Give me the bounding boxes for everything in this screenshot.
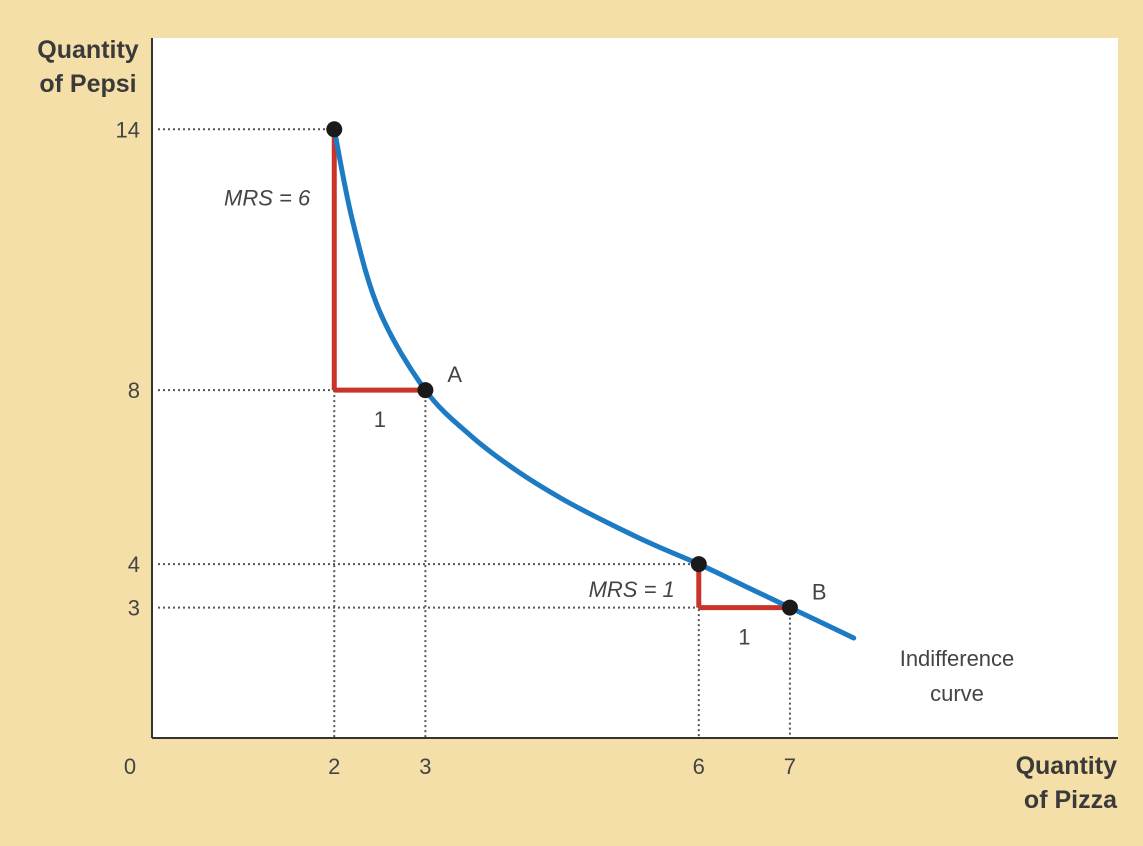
- y-tick-label-8: 8: [128, 378, 140, 403]
- axes: [151, 38, 1118, 739]
- point-2-14: [326, 121, 343, 138]
- plot-area: [152, 38, 1118, 738]
- curve-label-line-1: Indifference: [900, 646, 1015, 671]
- x-axis-label-line-2: of Pizza: [1024, 786, 1118, 814]
- point-6-4: [690, 556, 707, 573]
- x-tick-label-6: 6: [693, 754, 705, 779]
- x-tick-label-3: 3: [419, 754, 431, 779]
- x-tick-label-7: 7: [784, 754, 796, 779]
- guide-lines: [158, 128, 791, 738]
- y-axis-label-line-2: of Pepsi: [39, 70, 136, 98]
- mrs-label-1: MRS = 6: [224, 186, 311, 211]
- mrs-label-2: MRS = 1: [589, 577, 675, 602]
- point-label-b: B: [812, 580, 827, 605]
- mrs-run-label-2: 1: [738, 625, 750, 650]
- point-3-8: [417, 382, 434, 399]
- point-label-a: A: [447, 362, 462, 387]
- curve-label-line-2: curve: [930, 681, 984, 706]
- y-tick-label-4: 4: [128, 552, 140, 577]
- x-tick-label-2: 2: [328, 754, 340, 779]
- point-7-3: [781, 599, 798, 616]
- y-tick-label-14: 14: [116, 117, 140, 142]
- x-axis-label-line-1: Quantity: [1016, 752, 1117, 780]
- tick-labels: 2 3 6 7 14 8 4 3: [116, 117, 797, 779]
- mrs-run-label-1: 1: [374, 407, 386, 432]
- y-axis-label-line-1: Quantity: [37, 36, 138, 64]
- origin-label: 0: [124, 754, 136, 779]
- indifference-curve-line: [331, 126, 857, 641]
- data-points: AB: [326, 121, 827, 616]
- indifference-curve-group: [331, 126, 857, 641]
- y-tick-label-3: 3: [128, 596, 140, 621]
